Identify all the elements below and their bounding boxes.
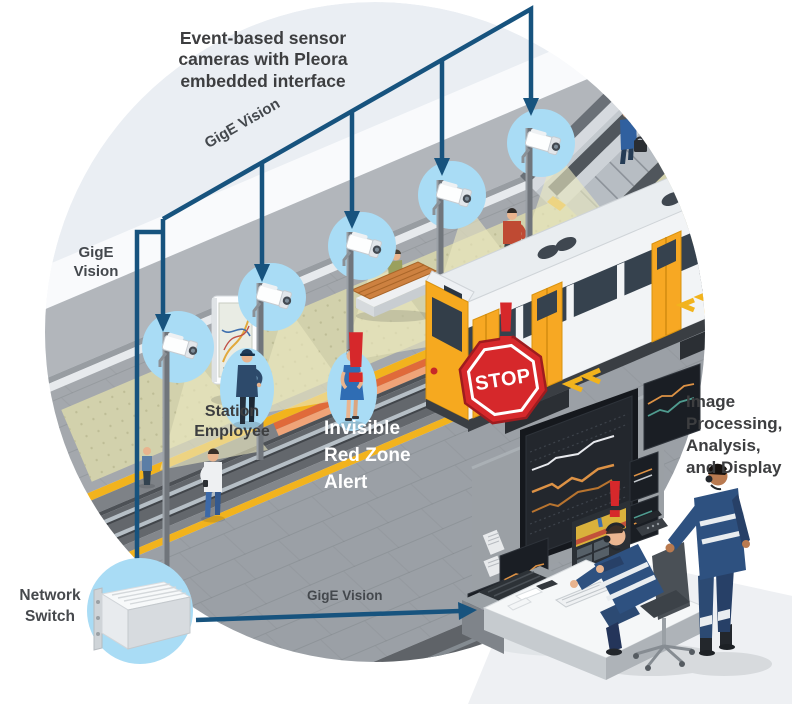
seated-operator [570,522,664,656]
network-switch-callout: Network Switch [19,587,81,625]
desk-phone [634,510,668,536]
pedestrian-far [139,447,155,489]
control-room [462,363,792,704]
switch-control-link [195,602,477,623]
gige-connections [134,5,534,570]
station-employee-callout: Station Employee [194,403,270,440]
motion-chevrons [561,289,705,393]
alert-exclamation-icon: ! [603,471,627,529]
bench [350,249,438,322]
stop-octagon-icon [458,335,548,425]
alert-exclamation-icon: ! [492,290,520,357]
gige-vision-switch-label: GigE Vision [307,588,383,603]
wall-notices [482,529,505,577]
image-processing-callout: Image Processing, Analysis, and Display [686,392,783,478]
alert-exclamation-icon: ! [339,318,373,398]
red-zone-alert-callout: Invisible Red Zone Alert [324,418,411,493]
network-switch-icon [87,558,193,664]
pedestrian-phone [200,448,225,523]
control-side-screen [643,363,701,451]
standing-operator [665,463,750,656]
red-zone-person [327,348,377,431]
sensor-cameras-callout: Event-based sensor cameras with Pleora e… [178,28,348,91]
office-chair [633,542,695,671]
gige-vision-left-label: GigE Vision [73,244,119,280]
right-arrow-icon [458,602,477,620]
station-employee-figure [220,348,274,430]
